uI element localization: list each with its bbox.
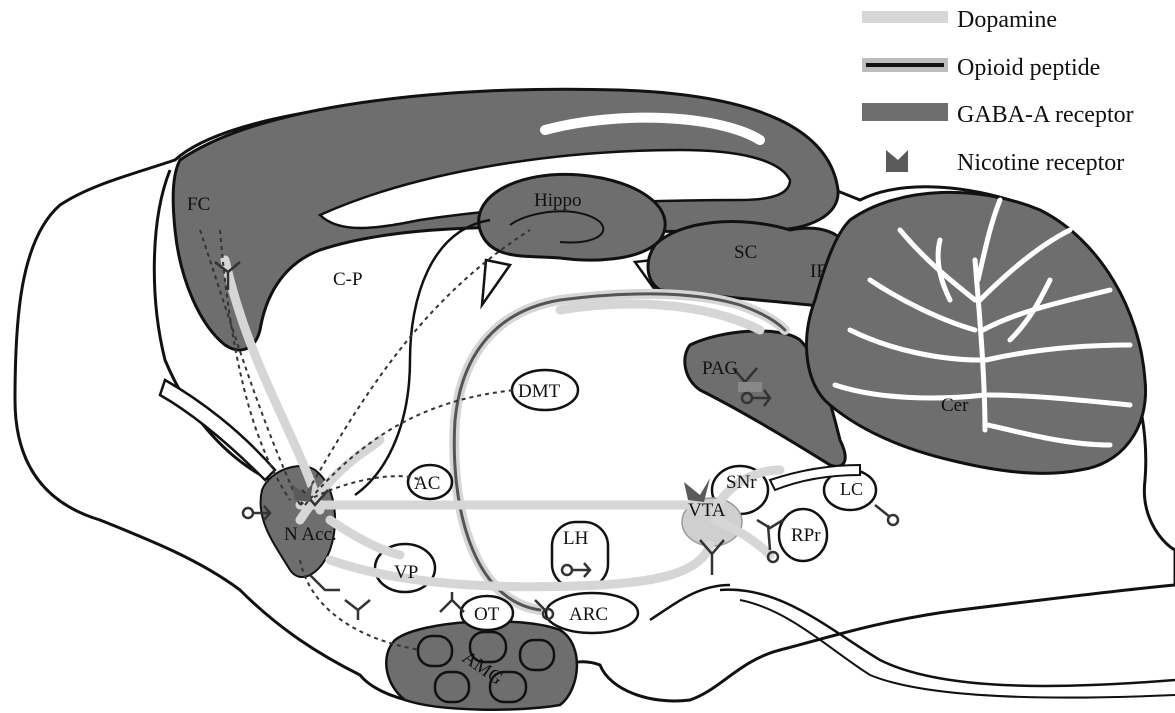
legend-label-dopamine: Dopamine (957, 7, 1057, 33)
label-vta: VTA (688, 500, 726, 521)
label-dmt: DMT (518, 381, 561, 402)
label-cer: Cer (941, 395, 969, 416)
label-cp: C-P (333, 269, 363, 290)
nicotine-receptor-icon (886, 150, 908, 172)
label-ot: OT (474, 604, 500, 625)
legend: Dopamine Opioid peptide GABA-A receptor … (862, 7, 1134, 176)
label-lc: LC (840, 479, 863, 499)
label-ac: AC (414, 473, 440, 494)
label-nacc: N Acc. (284, 524, 337, 545)
label-hippo: Hippo (534, 190, 582, 211)
label-pag: PAG (702, 358, 739, 379)
legend-label-gaba: GABA-A receptor (957, 102, 1134, 128)
legend-label-opioid: Opioid peptide (957, 55, 1100, 81)
label-fc: FC (187, 194, 210, 215)
dopamine-pathway-swatch (862, 11, 948, 23)
label-snr: SNr (726, 472, 757, 493)
label-arc: ARC (569, 604, 608, 625)
label-if: IF (810, 261, 827, 282)
label-rpr: RPr (791, 525, 821, 546)
legend-label-nicotine: Nicotine receptor (957, 150, 1124, 176)
label-sc: SC (734, 242, 757, 263)
gaba-a-receptor-swatch (862, 103, 948, 121)
label-vp: VP (394, 562, 418, 583)
label-lh: LH (563, 528, 589, 549)
